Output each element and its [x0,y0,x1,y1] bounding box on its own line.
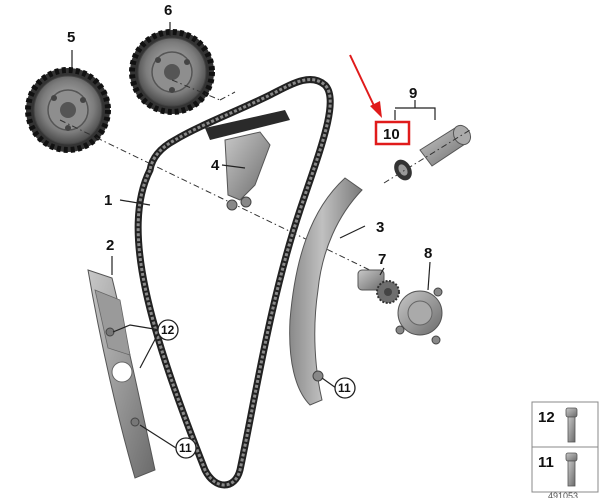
callout-circle-11b [175,437,197,459]
guide-rail-2 [87,269,156,479]
bolt-11-icon [565,452,578,487]
callout-9: 9 [409,85,417,102]
callout-11a: 11 [338,381,351,395]
axis-line [171,79,221,101]
red-arrow-indicator [349,54,382,118]
figure-id: 491053 [548,491,578,498]
callout-1: 1 [104,192,112,209]
callout-12: 12 [161,323,175,337]
camshaft-sprocket-5 [25,67,111,153]
callout-4: 4 [211,157,220,174]
callout-3: 3 [376,219,384,236]
seal-ring-10 [394,159,412,181]
camshaft-sprocket-6 [129,29,215,115]
upper-guide-rail-4 [205,110,290,211]
callout-circle-12 [157,319,179,341]
callout-8: 8 [424,245,432,262]
leader-lines [71,22,436,449]
chain-tensioner-9 [419,124,472,167]
part-7-sprocket-bolt [357,269,400,304]
axis-line [383,129,471,184]
part-8-component [395,287,443,345]
axis-line [59,119,381,276]
callout-5: 5 [67,29,75,46]
legend-label-11: 11 [538,454,554,471]
callout-2: 2 [106,237,114,254]
fastener-legend: 12 11 [531,401,599,493]
highlight-box-10 [374,120,411,146]
bolt-12-icon [565,407,578,443]
callout-10: 10 [383,126,400,143]
callout-circle-11a [334,377,356,399]
callout-7: 7 [378,251,386,268]
legend-label-12: 12 [538,409,555,426]
axis-line [219,91,236,101]
tensioner-rail-3 [289,177,363,406]
timing-chain [134,76,334,489]
callout-11b: 11 [179,441,192,455]
callout-6: 6 [164,2,172,19]
